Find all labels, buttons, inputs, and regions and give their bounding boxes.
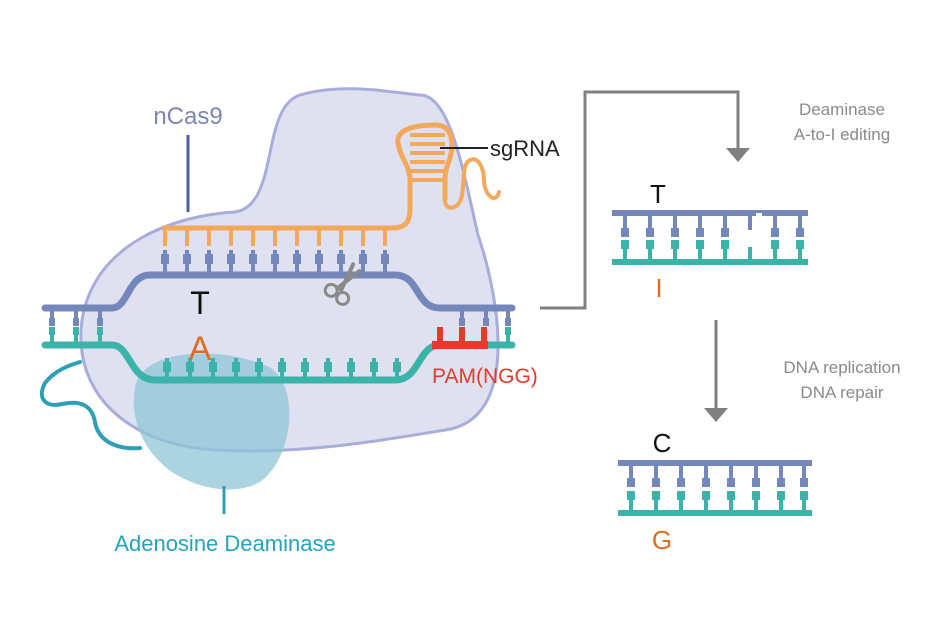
pam-label: PAM(NGG) [432, 365, 538, 388]
deaminase-tether [39, 360, 142, 451]
step2-caption-line1: DNA replication [783, 358, 900, 377]
step1-caption-line1: Deaminase [799, 100, 885, 119]
target-base-a: A [189, 330, 212, 368]
step1-caption-line2: A-to-I editing [794, 125, 890, 144]
repaired-dna-fragment [618, 460, 812, 516]
step1-top-base: T [650, 179, 666, 209]
arrow-to-repair-head [704, 408, 728, 422]
step2-top-base: C [653, 428, 672, 458]
sgrna-label: sgRNA [490, 136, 560, 161]
ncas9-label: nCas9 [153, 103, 222, 130]
dna-nontarget-strand [41, 327, 516, 384]
sgrna-molecule [162, 122, 501, 246]
step1-bottom-base: I [655, 273, 662, 303]
adenosine-deaminase-label: Adenosine Deaminase [114, 531, 335, 556]
step2-caption-line2: DNA repair [800, 383, 883, 402]
step2-bottom-base: G [652, 525, 672, 555]
edited-dna-fragment [612, 210, 808, 265]
arrow-to-editing-head [726, 148, 750, 162]
pam-highlight [432, 327, 488, 349]
scissors-icon [323, 262, 362, 306]
dna-target-strand [41, 250, 516, 326]
arrow-to-editing [540, 90, 740, 310]
adenosine-deaminase-blob [133, 353, 290, 490]
target-base-t: T [190, 285, 210, 321]
